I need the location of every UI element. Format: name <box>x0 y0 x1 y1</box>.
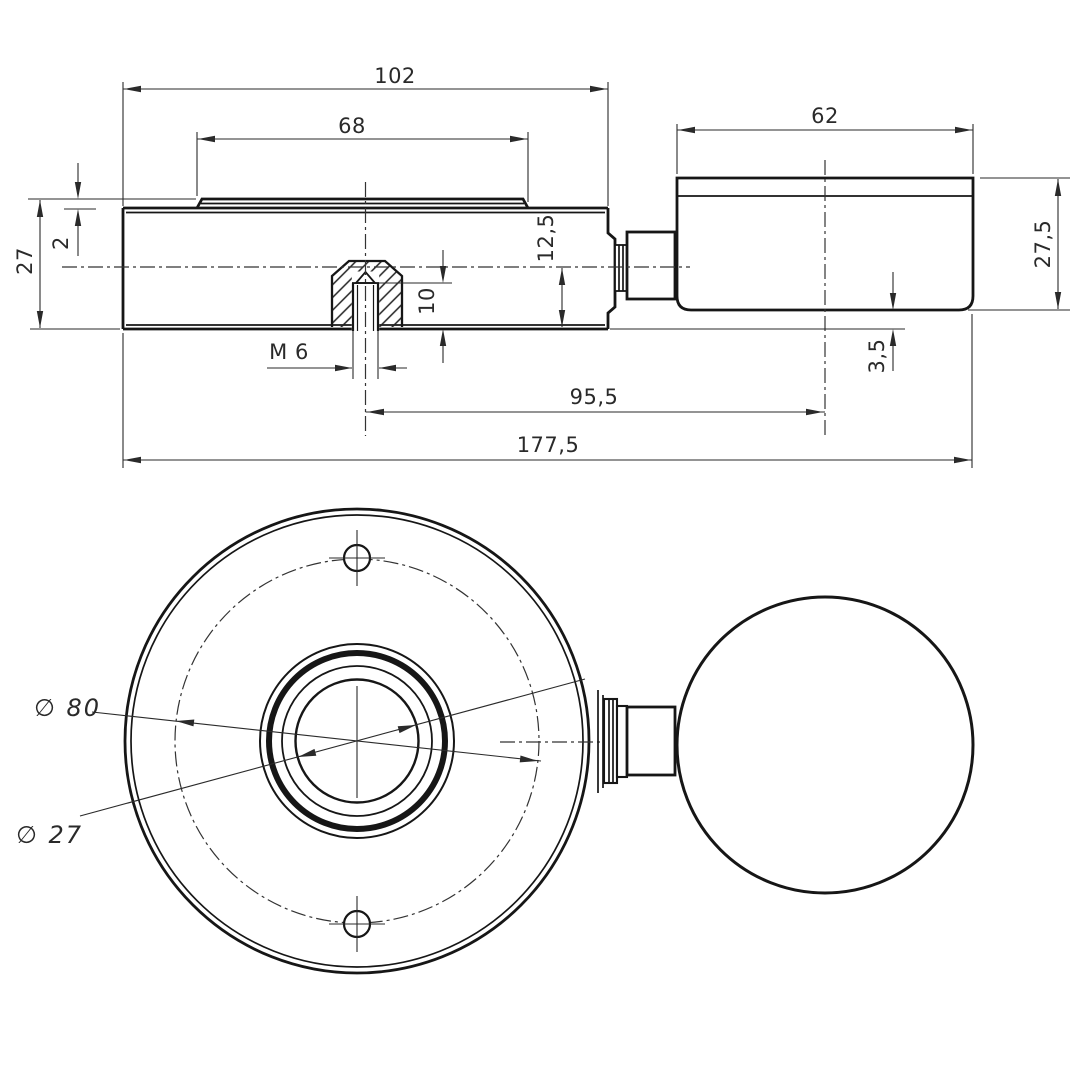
connector-bottom-view <box>597 690 677 793</box>
bolt-circle <box>174 558 540 924</box>
connector-block-bottom <box>625 705 677 777</box>
dim-102-label: 102 <box>374 64 416 88</box>
dim-dia-80-label: ∅ 80 <box>34 694 101 722</box>
centerlines-side <box>62 160 826 436</box>
bolt-hole-bottom <box>329 896 385 952</box>
gauge-circle <box>675 595 975 895</box>
dim-27-label: 27 <box>13 247 37 275</box>
dim-27-5-label: 27,5 <box>1031 220 1055 269</box>
dim-2: 2 <box>28 163 196 256</box>
dim-68-label: 68 <box>338 114 366 138</box>
collar <box>602 697 619 785</box>
dim-177-5: 177,5 <box>122 314 973 468</box>
dim-3-5: 3,5 <box>610 272 905 373</box>
dim-27-5: 27,5 <box>968 177 1070 311</box>
dim-62-label: 62 <box>811 104 839 128</box>
dim-12-5: 12,5 <box>534 214 566 327</box>
connector-neck <box>614 230 677 301</box>
dim-dia-80: ∅ 80 <box>34 694 542 763</box>
dim-62: 62 <box>676 104 974 174</box>
thread-ring-bold <box>266 650 448 832</box>
dim-12-5-label: 12,5 <box>534 214 558 263</box>
dim-m6-label: M 6 <box>269 340 309 364</box>
connector-block <box>625 230 677 301</box>
dim-68: 68 <box>196 114 529 202</box>
dim-2-label: 2 <box>49 236 73 250</box>
dim-95-5: 95,5 <box>365 385 825 416</box>
dim-102: 102 <box>122 64 609 206</box>
dim-3-5-label: 3,5 <box>865 339 889 374</box>
front-view: ∅ 80 ∅ 27 <box>16 507 975 975</box>
dim-dia-27: ∅ 27 <box>16 678 586 849</box>
dim-dia-27-label: ∅ 27 <box>16 821 83 849</box>
flange-outer-circle <box>123 507 591 975</box>
platform-outline <box>195 197 530 209</box>
dim-177-5-label: 177,5 <box>517 433 580 457</box>
dim-m6: M 6 <box>267 331 407 379</box>
side-view: 102 68 2 27 <box>13 64 1070 468</box>
bore-circle <box>294 678 420 804</box>
dim-10: 10 <box>379 250 452 363</box>
dim-95-5-label: 95,5 <box>570 385 619 409</box>
dim-27: 27 <box>13 200 120 330</box>
flange-outline <box>123 507 591 975</box>
thread-boss-section <box>330 259 404 332</box>
bolt-hole-top <box>329 530 385 586</box>
center-bore-rings <box>259 643 455 839</box>
flange-chamfer-circle <box>130 514 584 968</box>
dim-10-label: 10 <box>415 287 439 315</box>
